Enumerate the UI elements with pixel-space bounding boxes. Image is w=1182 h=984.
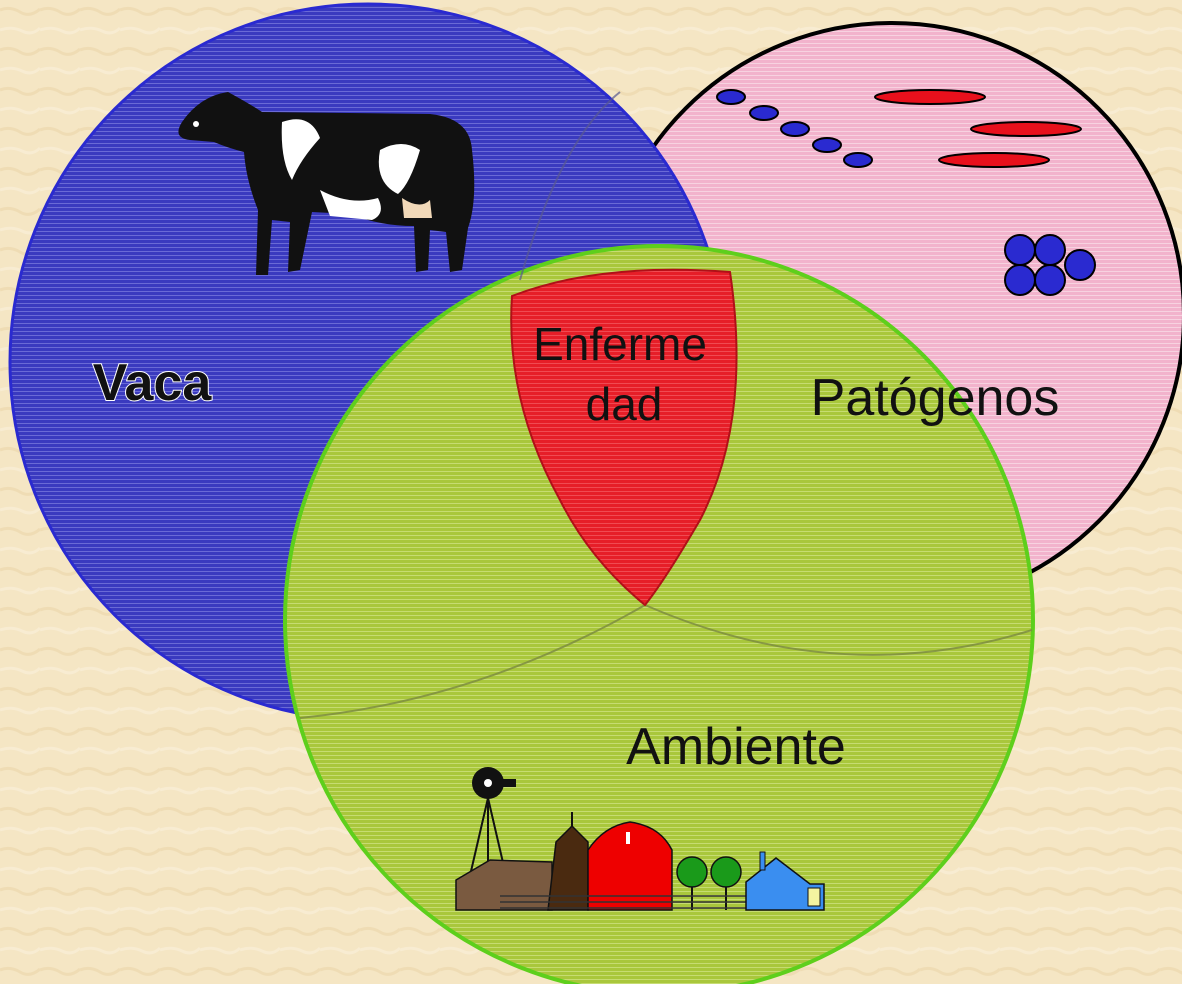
pathogen-rods-icon bbox=[874, 89, 1082, 168]
overlap-arc bbox=[519, 91, 621, 281]
pathogen-cocci-icon bbox=[1004, 234, 1096, 296]
cow-icon bbox=[178, 92, 475, 275]
enfermedad-region bbox=[510, 268, 738, 607]
ambiente-circle bbox=[283, 244, 1035, 984]
enfermedad-label-line1: Enferme bbox=[533, 318, 707, 370]
pathogen-ovals-icon bbox=[716, 89, 873, 168]
enfermedad-label-line2: dad bbox=[586, 378, 663, 430]
farm-icon bbox=[455, 767, 825, 911]
patogenos-label: Patógenos bbox=[811, 369, 1060, 427]
ambiente-label: Ambiente bbox=[626, 718, 846, 776]
vaca-label: Vaca bbox=[93, 354, 213, 412]
